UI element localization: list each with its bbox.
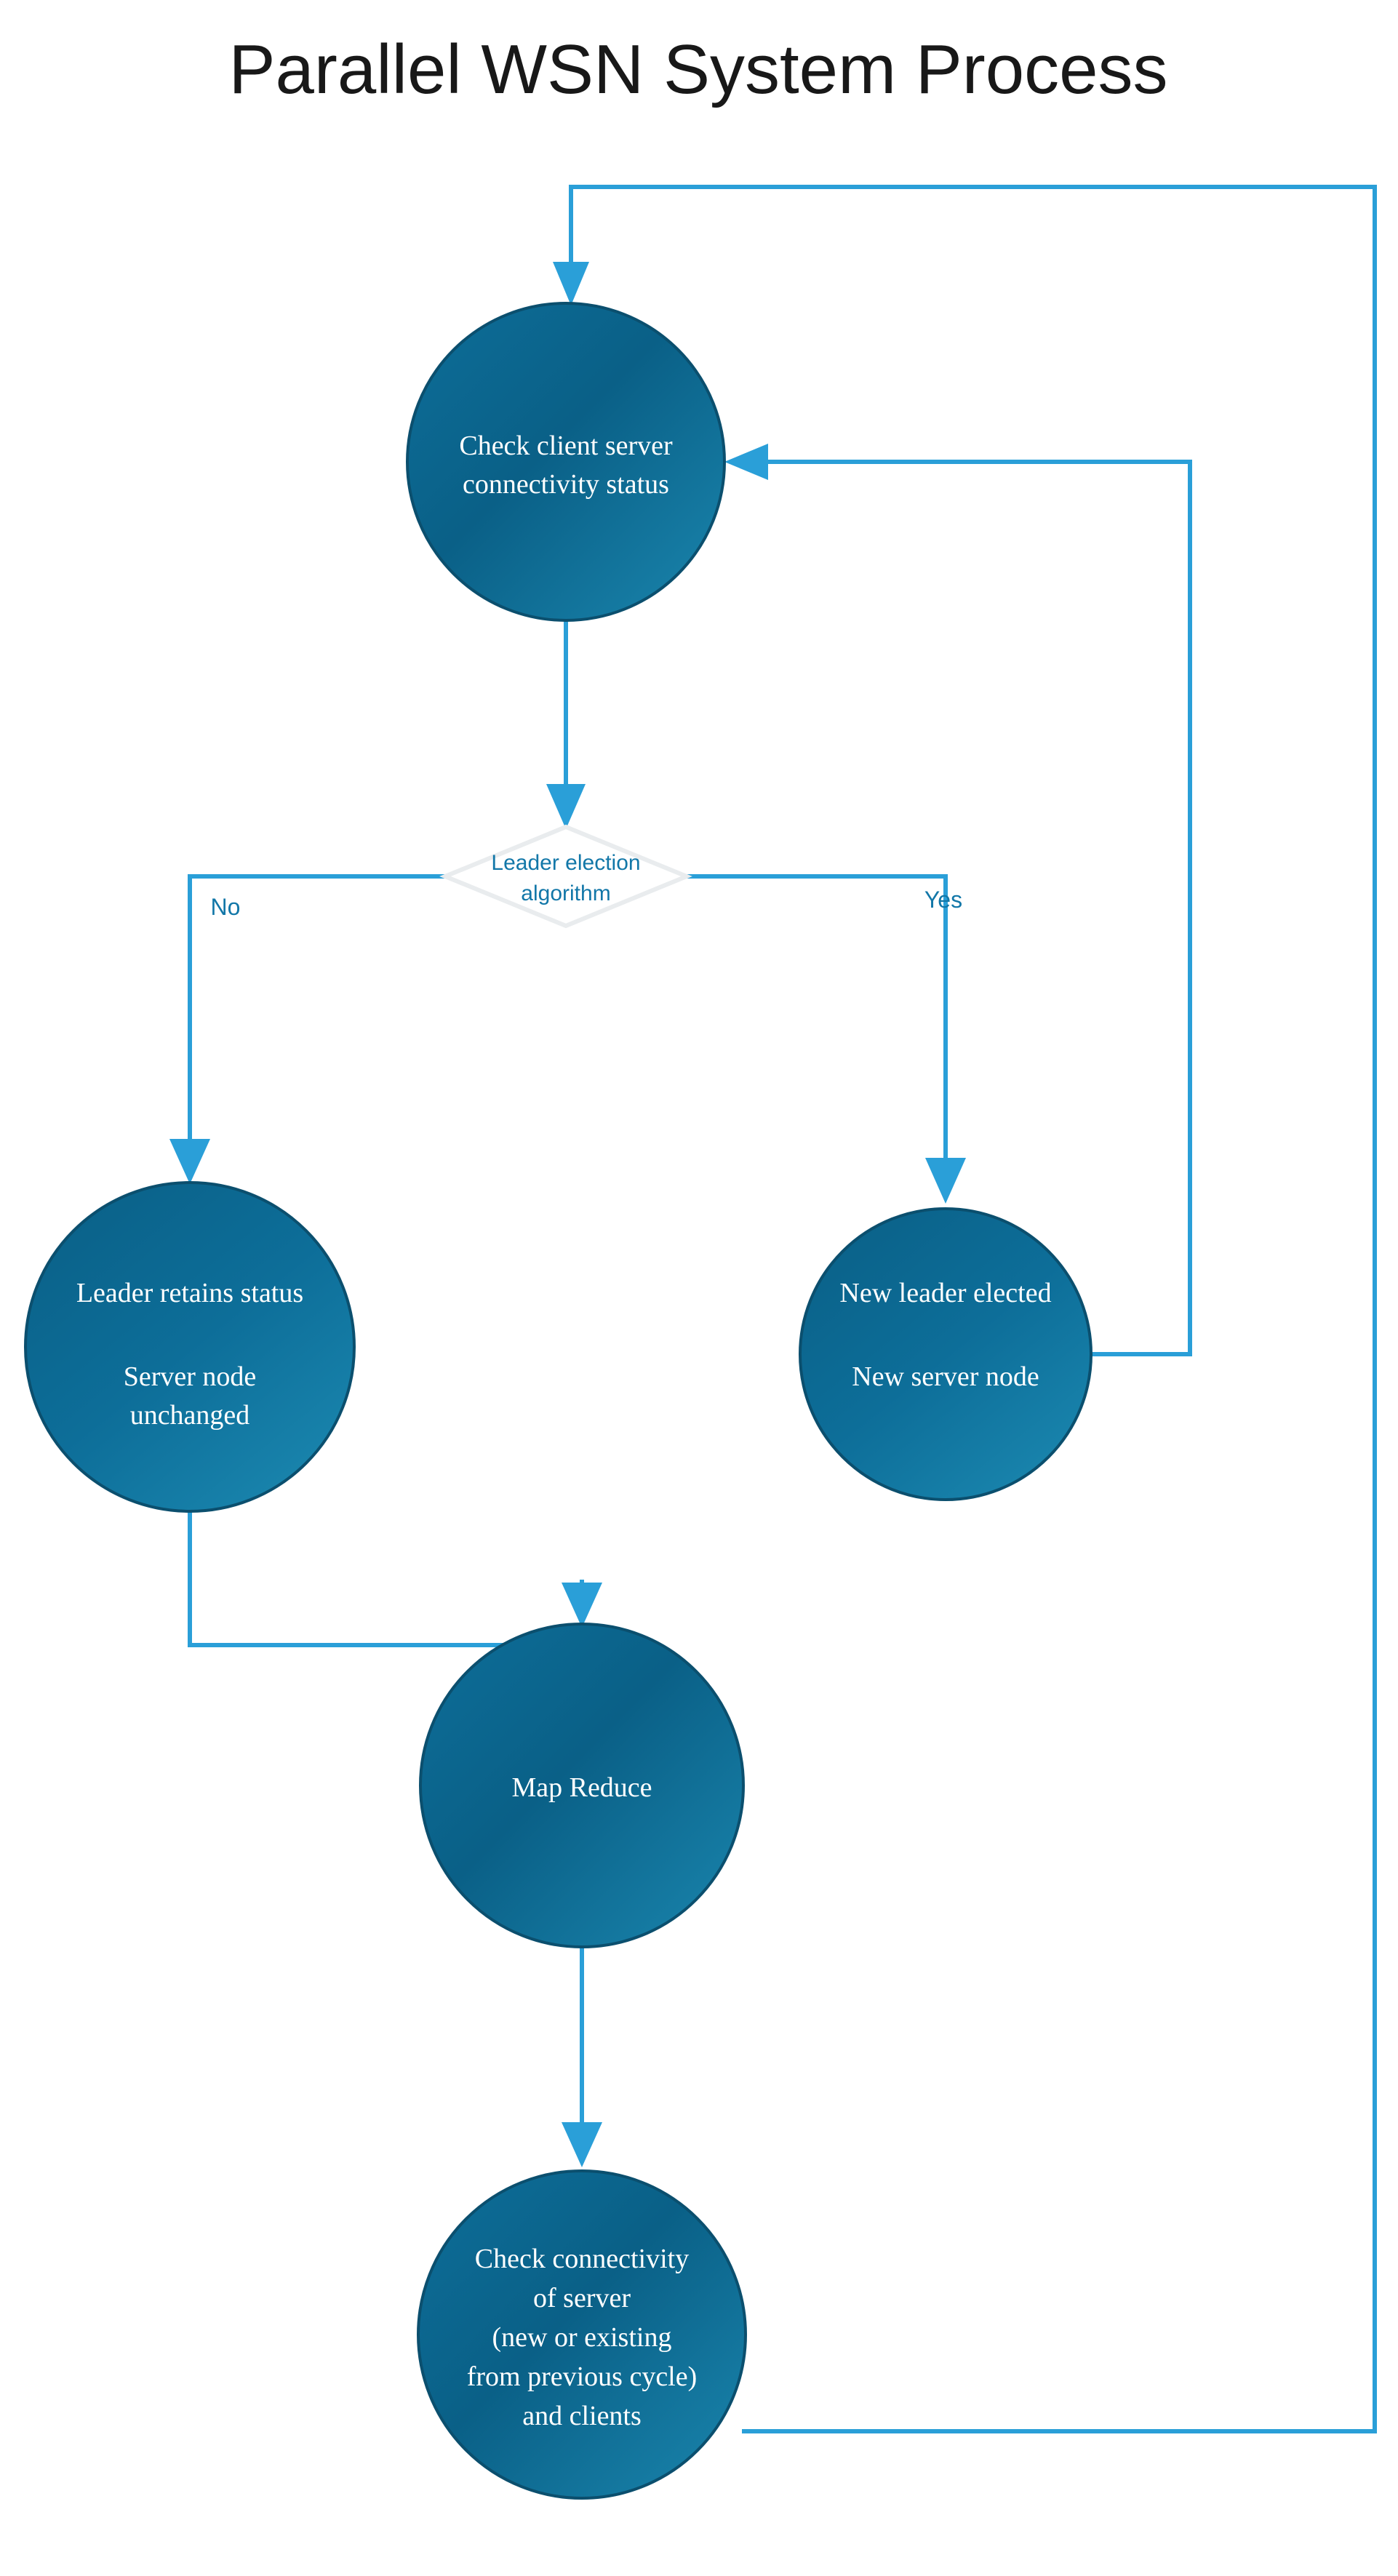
edge-decision-no: [169, 874, 445, 1184]
node-circle[interactable]: [799, 1207, 1093, 1501]
node-label-line: Map Reduce: [511, 1772, 652, 1803]
edge-leader-retains-to-map: [188, 1511, 602, 1647]
node-check-connectivity[interactable]: Check client server connectivity status: [406, 302, 726, 622]
page-title: Parallel WSN System Process: [229, 31, 1168, 108]
edge-loop-return-to-check: [553, 185, 1377, 2433]
node-leader-election[interactable]: Leader election algorithm: [439, 824, 692, 929]
decision-diamond[interactable]: [439, 824, 692, 929]
arrow-head-icon: [546, 784, 586, 829]
edge-decision-yes: [687, 874, 966, 1204]
arrow-head-icon: [724, 444, 768, 480]
node-label-line: Server node: [124, 1361, 257, 1392]
node-circle[interactable]: [406, 302, 726, 622]
node-circle[interactable]: [419, 1623, 745, 1948]
node-map-reduce[interactable]: Map Reduce: [419, 1623, 745, 1948]
node-label-line: of server: [533, 2283, 631, 2313]
arrow-head-icon: [553, 262, 589, 305]
decision-label-line: algorithm: [521, 881, 610, 905]
node-leader-retains[interactable]: Leader retains status Server node unchan…: [24, 1181, 356, 1513]
node-check-server-clients[interactable]: Check connectivity of server (new or exi…: [417, 2169, 747, 2500]
branch-label-yes: Yes: [924, 887, 962, 913]
node-new-leader[interactable]: New leader elected New server node: [799, 1207, 1093, 1501]
node-circle[interactable]: [417, 2169, 747, 2500]
node-label-line: from previous cycle): [467, 2361, 698, 2392]
node-label-line: Check client server: [459, 431, 673, 461]
node-label-line: New leader elected: [839, 1278, 1051, 1308]
arrow-head-icon: [562, 2122, 602, 2167]
node-label-line: Check connectivity: [475, 2244, 689, 2274]
decision-label-line: Leader election: [491, 851, 640, 875]
node-label-line: (new or existing: [492, 2322, 672, 2353]
arrow-head-icon: [169, 1139, 210, 1184]
edge-map-to-check-server: [562, 1947, 602, 2167]
node-circle[interactable]: [24, 1181, 356, 1513]
branch-label-no: No: [211, 894, 241, 920]
edge-check-to-decision: [546, 620, 586, 829]
arrow-head-icon: [562, 1583, 602, 1628]
node-label-line: New server node: [852, 1361, 1039, 1392]
edge-new-leader-back-to-check: [724, 444, 1192, 1356]
node-label-line: Leader retains status: [76, 1278, 303, 1308]
arrow-head-icon: [925, 1158, 966, 1204]
node-label-line: unchanged: [130, 1400, 250, 1431]
node-label-line: connectivity status: [463, 469, 669, 500]
node-label-line: and clients: [522, 2401, 642, 2431]
